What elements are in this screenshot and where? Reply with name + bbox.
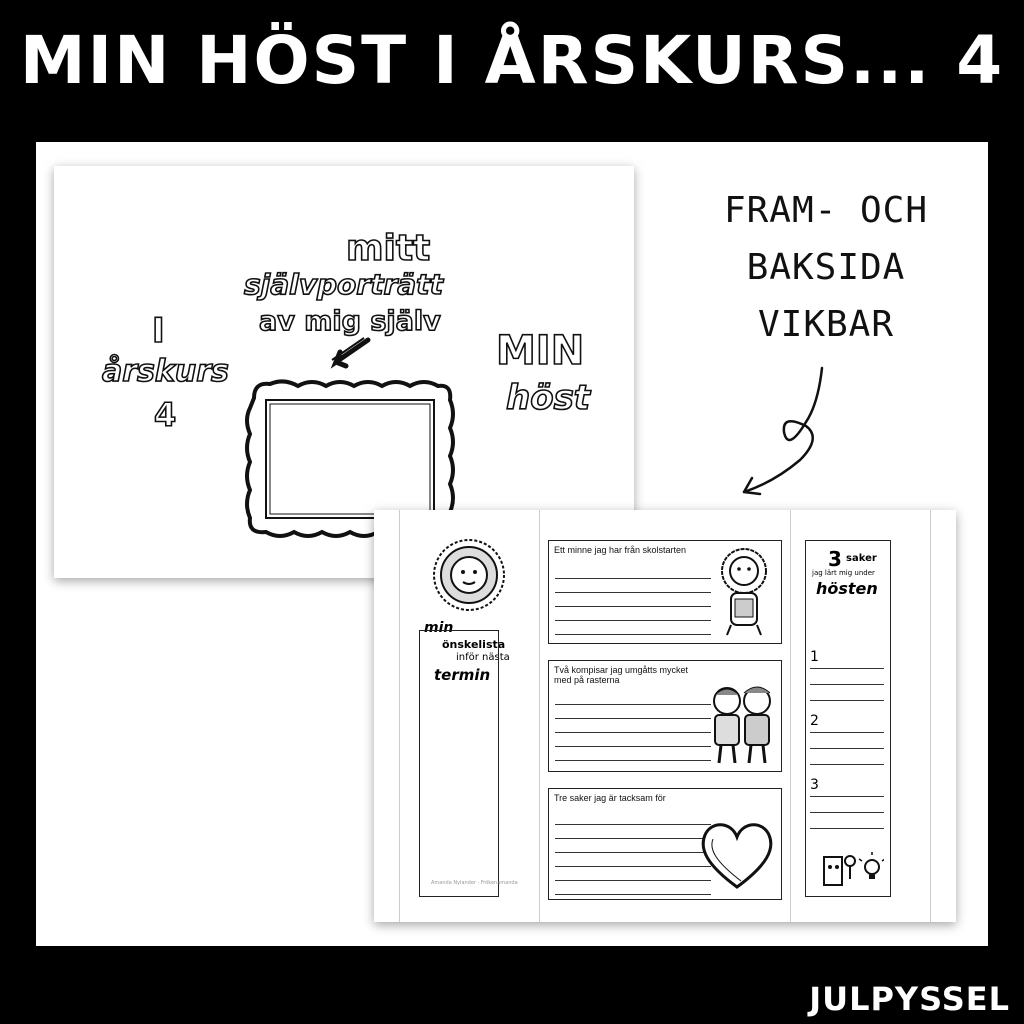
gratitude-label: Tre saker jag är tacksam för	[554, 793, 666, 803]
front-min: MIN	[495, 327, 585, 375]
preview-panel: I årskurs 4 mitt självporträtt av mig sj…	[36, 142, 988, 946]
front-sjalvportratt: självporträtt	[243, 267, 444, 302]
wish-min: min	[424, 620, 454, 636]
memory-label: Ett minne jag har från skolstarten	[554, 545, 687, 555]
writing-lines	[555, 811, 711, 895]
item-number-2: 2	[810, 713, 819, 729]
brand-footer: JULPYSSEL	[809, 980, 1010, 1018]
note-line-2: BAKSIDA	[746, 247, 906, 288]
fold-line	[539, 510, 540, 922]
down-left-arrow-icon	[330, 337, 371, 369]
memory-box: Ett minne jag har från skolstarten	[548, 540, 782, 644]
wish-onskelista: önskelista	[442, 638, 506, 651]
fold-note: FRAM- OCH BAKSIDA VIKBAR	[676, 182, 976, 353]
portrait-frame	[245, 379, 455, 538]
wishlist-box	[419, 630, 499, 897]
three-things-box: 3 saker jag lärt mig under hösten 1 2 3	[805, 540, 891, 897]
front-av-mig-sjalv: av mig själv	[258, 305, 441, 338]
note-line-1: FRAM- OCH	[723, 190, 929, 231]
back-card: min önskelista inför nästa termin Amanda…	[374, 510, 956, 922]
front-host: höst	[505, 377, 591, 419]
book-and-lightbulb-icon	[823, 852, 884, 886]
heart-icon	[701, 823, 773, 889]
credit-text: Amanda Nylander · Frökenamanda	[431, 880, 518, 886]
front-i: I	[151, 310, 165, 352]
three-number: 3	[828, 547, 842, 571]
three-saker: saker	[846, 553, 877, 564]
writing-lines	[810, 717, 884, 765]
two-kids-icon	[713, 686, 771, 764]
note-line-3: VIKBAR	[757, 304, 895, 345]
page-title: MIN HÖST I ÅRSKURS... 4	[19, 22, 1005, 99]
gratitude-box: Tre saker jag är tacksam för	[548, 788, 782, 900]
fold-line	[930, 510, 931, 922]
friends-label: Två kompisar jag umgåtts mycket med på r…	[554, 665, 689, 685]
front-card: I årskurs 4 mitt självporträtt av mig sj…	[54, 166, 634, 578]
item-number-3: 3	[810, 777, 819, 793]
front-grade: 4	[153, 395, 177, 435]
curly-arrow-icon	[742, 366, 824, 496]
lion-icon	[721, 548, 767, 636]
writing-lines	[555, 565, 711, 635]
writing-lines	[810, 781, 884, 829]
writing-lines	[555, 691, 711, 761]
fold-line	[399, 510, 400, 922]
item-number-1: 1	[810, 649, 819, 665]
front-mitt: mitt	[345, 227, 431, 270]
writing-lines	[810, 653, 884, 701]
lion-medal-icon	[433, 539, 505, 611]
fold-line	[790, 510, 791, 922]
three-lart: jag lärt mig under	[812, 569, 875, 577]
wish-infor: inför nästa	[456, 652, 510, 663]
front-arskurs: årskurs	[101, 353, 229, 390]
three-hosten: hösten	[816, 579, 878, 598]
friends-box: Två kompisar jag umgåtts mycket med på r…	[548, 660, 782, 772]
wish-termin: termin	[434, 666, 491, 684]
